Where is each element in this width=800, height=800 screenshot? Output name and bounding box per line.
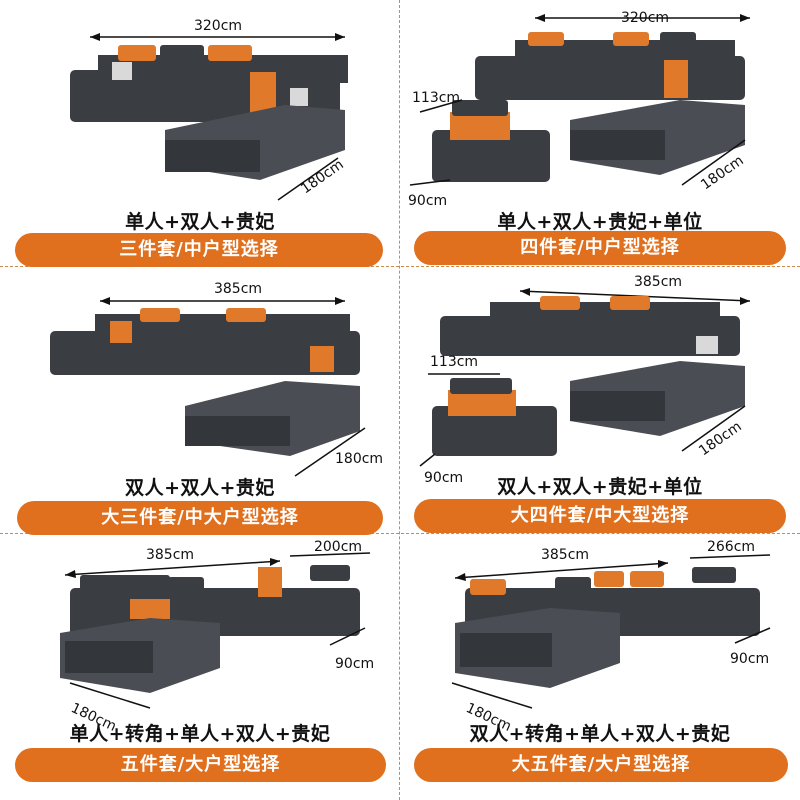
panel-five-piece: 385cm 200cm 180cm 90cm 单人+转角+单人+双人+贵妃 五件… [0, 533, 400, 799]
horizontal-divider-2 [0, 533, 800, 534]
dim-depth: 180cm [335, 451, 383, 467]
panel-four-piece: 320cm 180cm 113cm 90cm 单人+双人+贵妃+单位 四件套/中… [400, 0, 800, 266]
dim-seat: 90cm [335, 656, 374, 672]
dim-corner: 266cm [707, 539, 755, 555]
package-button[interactable]: 四件套/中户型选择 [414, 231, 786, 265]
sofa-illustration: 320cm 180cm [70, 18, 348, 201]
dim-chair-depth: 90cm [424, 470, 463, 486]
combo-label: 单人+双人+贵妃 [125, 211, 275, 233]
dim-depth: 180cm [696, 419, 745, 460]
panel-large-four-piece: 385cm 180cm 113cm 90cm 双人+双人+贵妃+单位 大四件套/… [400, 266, 800, 533]
package-button[interactable]: 大三件套/中大户型选择 [17, 501, 383, 535]
horizontal-divider-1 [0, 266, 800, 267]
dim-width: 385cm [146, 547, 194, 563]
combo-label: 双人+双人+贵妃+单位 [497, 476, 703, 498]
package-button[interactable]: 五件套/大户型选择 [15, 748, 386, 782]
combo-label: 单人+双人+贵妃+单位 [497, 211, 703, 233]
package-button[interactable]: 三件套/中户型选择 [15, 233, 383, 267]
dim-chair-height: 113cm [430, 354, 478, 370]
dim-width: 320cm [621, 10, 669, 26]
dim-width: 385cm [541, 547, 589, 563]
dim-chair-height: 113cm [412, 90, 460, 106]
panel-large-three-piece: 385cm 180cm 双人+双人+贵妃 大三件套/中大户型选择 [0, 266, 400, 535]
dim-chair-depth: 90cm [408, 193, 447, 209]
package-button[interactable]: 大五件套/大户型选择 [414, 748, 788, 782]
dim-width: 320cm [194, 18, 242, 34]
panel-three-piece: 320cm 180cm 单人+双人+贵妃 三件套/中户型选择 [0, 0, 400, 267]
sofa-illustration: 385cm 180cm [50, 281, 383, 477]
dim-width: 385cm [634, 274, 682, 290]
panel-large-five-piece: 385cm 266cm 180cm 90cm 双人+转角+单人+双人+贵妃 大五… [400, 533, 800, 799]
dim-corner: 200cm [314, 539, 362, 555]
sofa-illustration: 385cm 266cm 180cm 90cm [451, 539, 771, 735]
dim-width: 385cm [214, 281, 262, 297]
package-button[interactable]: 大四件套/中大型选择 [414, 499, 786, 533]
combo-label: 单人+转角+单人+双人+贵妃 [69, 723, 331, 745]
sofa-illustration: 320cm 180cm 113cm 90cm [408, 10, 750, 209]
dim-seat: 90cm [730, 651, 769, 667]
vertical-divider [399, 0, 400, 800]
combo-label: 双人+双人+贵妃 [125, 477, 275, 499]
sofa-illustration: 385cm 180cm 113cm 90cm [419, 274, 751, 486]
combo-label: 双人+转角+单人+双人+贵妃 [469, 723, 731, 745]
sofa-illustration: 385cm 200cm 180cm 90cm [60, 539, 374, 735]
